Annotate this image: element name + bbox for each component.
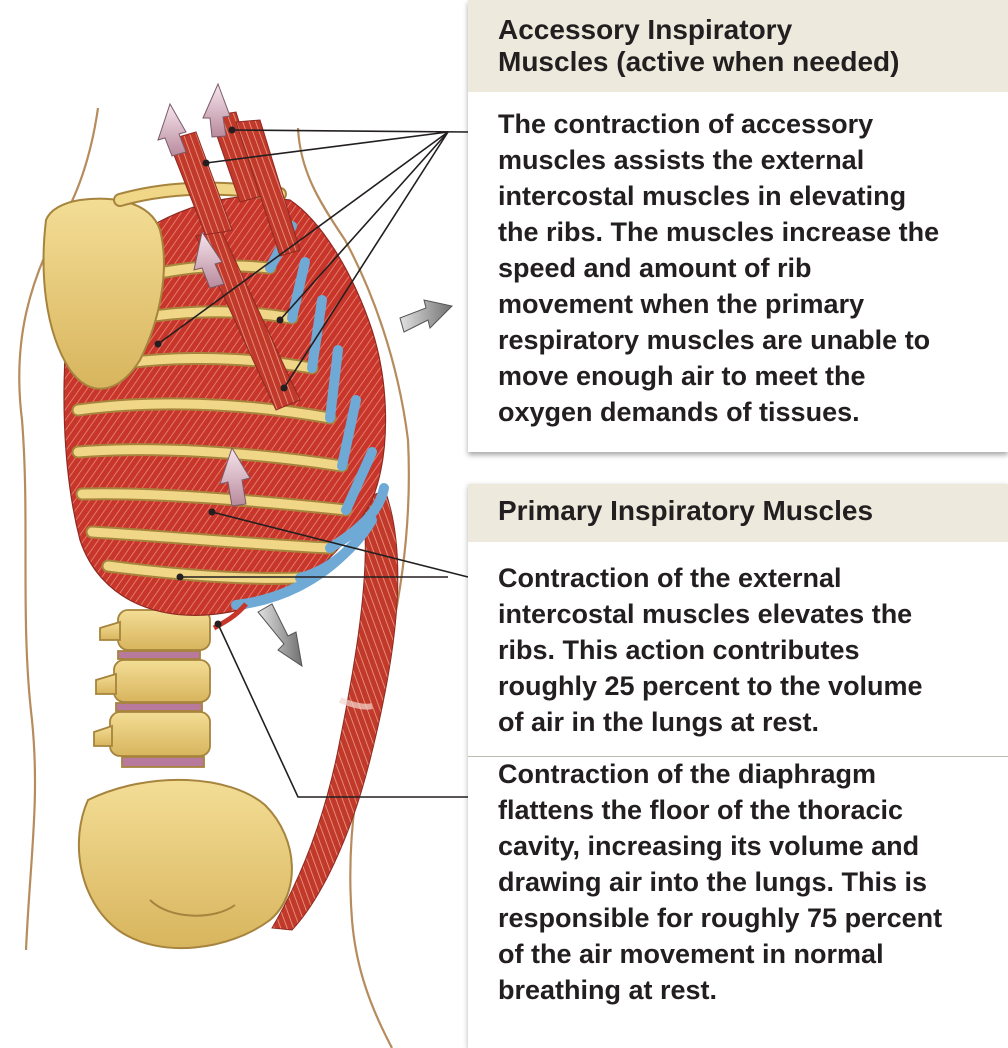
accessory-line: speed and amount of rib bbox=[498, 250, 988, 286]
accessory-line: move enough air to meet the bbox=[498, 358, 988, 394]
accessory-description: The contraction of accessory muscles ass… bbox=[468, 92, 1008, 430]
intercostal-line: Contraction of the external bbox=[498, 560, 988, 596]
accessory-title-line2: Muscles (active when needed) bbox=[498, 46, 988, 78]
diaphragm-line: flattens the floor of the thoracic bbox=[498, 792, 988, 828]
accessory-line: muscles assists the external bbox=[498, 142, 988, 178]
diaphragm-line: cavity, increasing its volume and bbox=[498, 828, 988, 864]
intercostal-line: ribs. This action contributes bbox=[498, 632, 988, 668]
diaphragm-description: Contraction of the diaphragm flattens th… bbox=[468, 756, 1008, 1008]
diaphragm-line: of the air movement in normal bbox=[498, 936, 988, 972]
accessory-panel-header: Accessory Inspiratory Muscles (active wh… bbox=[468, 0, 1008, 92]
accessory-line: The contraction of accessory bbox=[498, 106, 988, 142]
intercostal-line: roughly 25 percent to the volume bbox=[498, 668, 988, 704]
lumbar-vertebrae bbox=[94, 610, 210, 767]
primary-muscles-panel: Primary Inspiratory Muscles Contraction … bbox=[468, 484, 1008, 1048]
intercostal-line: intercostal muscles elevates the bbox=[498, 596, 988, 632]
diaphragm-line: responsible for roughly 75 percent bbox=[498, 900, 988, 936]
intercostal-line: of air in the lungs at rest. bbox=[498, 704, 988, 740]
accessory-line: intercostal muscles in elevating bbox=[498, 178, 988, 214]
primary-panel-header: Primary Inspiratory Muscles bbox=[468, 484, 1008, 542]
intercostal-description: Contraction of the external intercostal … bbox=[468, 542, 1008, 740]
accessory-title-line1: Accessory Inspiratory bbox=[498, 14, 988, 46]
accessory-line: the ribs. The muscles increase the bbox=[498, 214, 988, 250]
accessory-muscles-panel: Accessory Inspiratory Muscles (active wh… bbox=[468, 0, 1008, 452]
diaphragm-line: Contraction of the diaphragm bbox=[498, 756, 988, 792]
diaphragm-line: breathing at rest. bbox=[498, 972, 988, 1008]
diaphragm-line: drawing air into the lungs. This is bbox=[498, 864, 988, 900]
accessory-line: respiratory muscles are unable to bbox=[498, 322, 988, 358]
accessory-line: movement when the primary bbox=[498, 286, 988, 322]
accessory-line: oxygen demands of tissues. bbox=[498, 394, 988, 430]
pelvis bbox=[79, 780, 292, 948]
panel-divider bbox=[468, 756, 1008, 757]
